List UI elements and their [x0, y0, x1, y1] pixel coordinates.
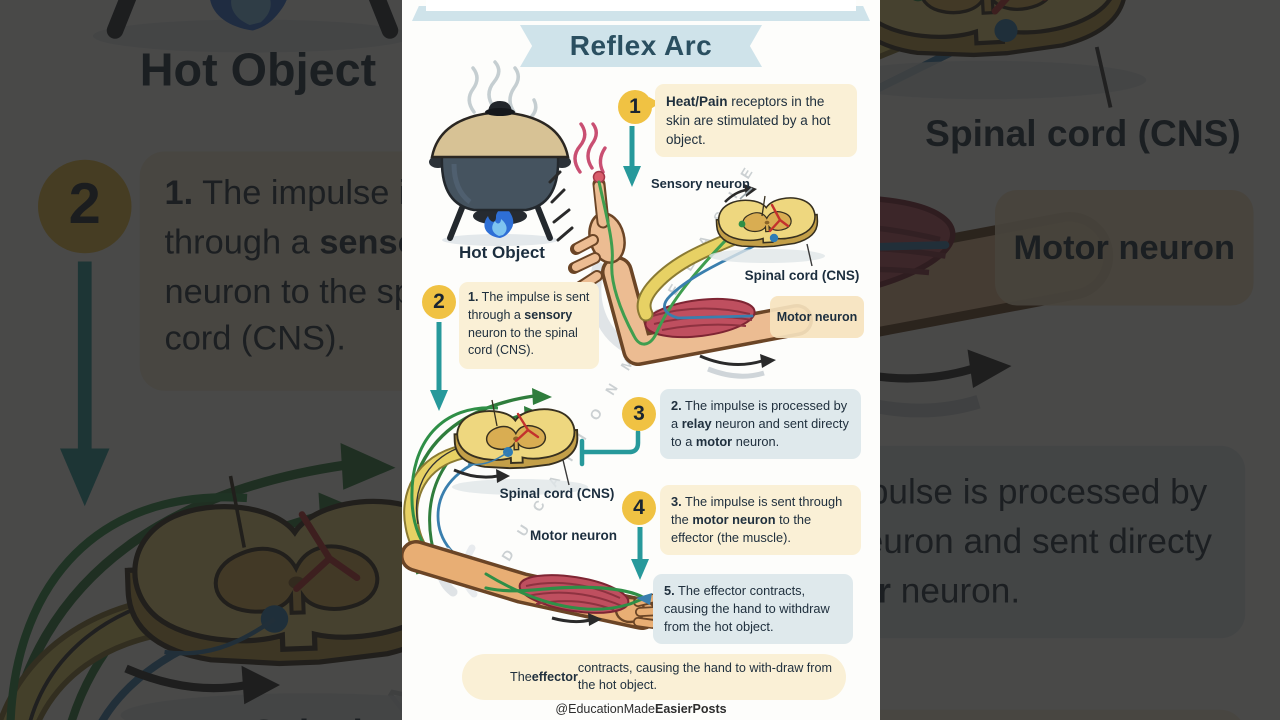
credit-handle: @EducationMadeEasierPosts: [402, 702, 880, 716]
step-badge-3: 3: [622, 397, 656, 431]
step-badge-4: 4: [622, 491, 656, 525]
title-ribbon: Reflex Arc: [520, 25, 762, 67]
callout-step-1: Heat/Pain receptors in the skin are stim…: [655, 84, 857, 158]
callout-step-2: 1. The impulse is sent through a sensory…: [459, 282, 599, 369]
hot-pot-illustration: [429, 60, 571, 246]
label-hot-object: Hot Object: [459, 243, 545, 262]
label-sensory-neuron: Sensory neuron: [651, 176, 750, 191]
label-motor-neuron-upper: Motor neuron: [770, 296, 864, 338]
callout-step-4: 3. The impulse is sent through the motor…: [660, 485, 861, 556]
label-spinal-cord-upper: Spinal cord (CNS): [744, 268, 860, 283]
lower-arm-illustration: [402, 540, 665, 630]
spinal-cord-upper-illustration: [709, 195, 825, 263]
page-title: Reflex Arc: [569, 30, 713, 61]
callout-step-5-box: 5. The effector contracts, causing the h…: [653, 574, 853, 645]
label-motor-neuron-lower: Motor neuron: [530, 528, 617, 543]
label-spinal-cord-lower: Spinal cord (CNS): [499, 486, 615, 501]
credit-handle-regular: @EducationMade: [555, 702, 655, 716]
step-badge-2: 2: [422, 285, 456, 319]
credit-handle-bold: EasierPosts: [654, 702, 727, 716]
summary-pill: The effector contracts, causing the hand…: [462, 654, 846, 700]
reflex-arc-poster: EDUCATIONMADEEASIER: [402, 0, 880, 720]
callout-step-3: 2. The impulse is processed by a relay n…: [660, 389, 861, 460]
pointer-lines: [562, 187, 813, 486]
flow-arrows: [430, 97, 660, 580]
top-card-bottom: [426, 0, 856, 11]
upper-arm-illustration: [548, 122, 813, 379]
step-badge-1: 1: [618, 90, 652, 124]
illustration-layer: [402, 60, 825, 630]
